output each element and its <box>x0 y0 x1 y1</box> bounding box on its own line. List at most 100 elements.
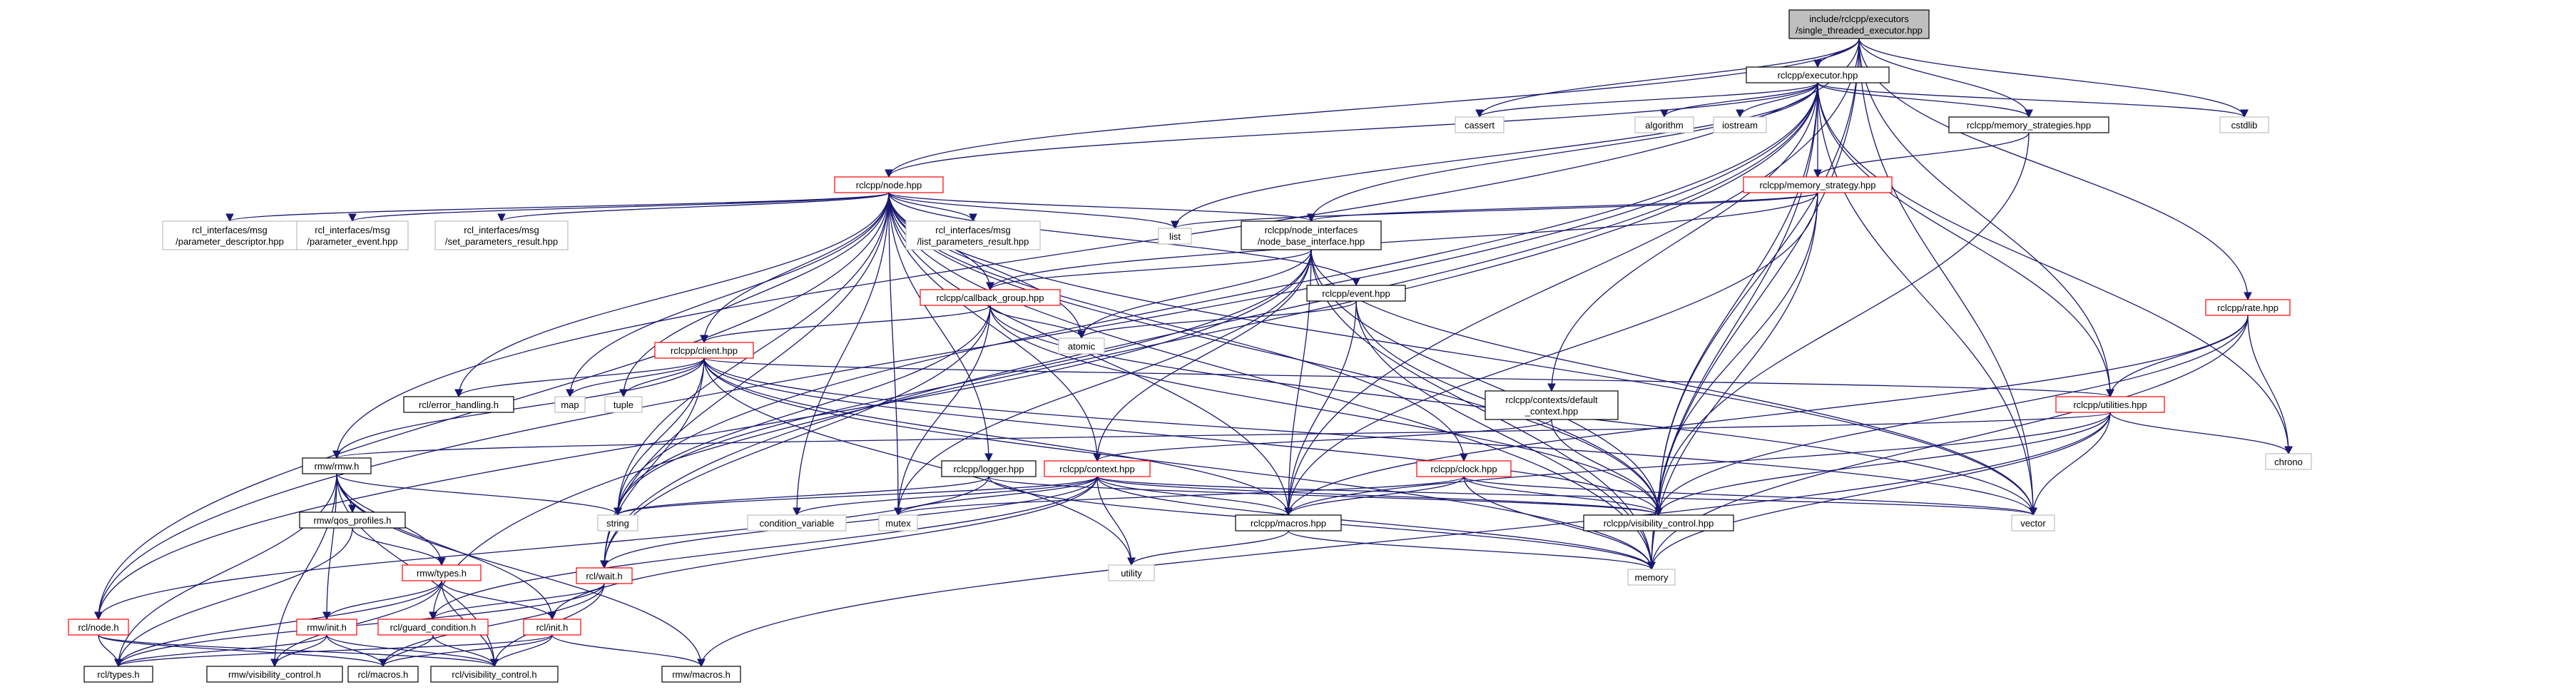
node-clock[interactable]: rclcpp/clock.hpp <box>1416 460 1512 477</box>
edge-callbackgroup-to-client <box>700 305 991 344</box>
edge-node-to-atomic <box>888 192 1086 340</box>
node-memstrategies[interactable]: rclcpp/memory_strategies.hpp <box>1948 116 2109 133</box>
node-listparam: rcl_interfaces/msg/list_parameters_resul… <box>905 220 1041 250</box>
node-event[interactable]: rclcpp/event.hpp <box>1306 285 1406 302</box>
node-label-rclwait-0: rcl/wait.h <box>586 571 622 581</box>
node-label-pdesc-0: rcl_interfaces/msg <box>192 225 267 235</box>
edge-rclinit-to-rmwmacros <box>551 634 706 668</box>
edge-rmwinit-to-rcltypes <box>114 634 327 668</box>
node-box-memstrategies <box>1948 116 2109 133</box>
node-errorhandling[interactable]: rcl/error_handling.h <box>403 396 514 413</box>
node-label-algorithm-0: algorithm <box>1645 120 1683 131</box>
node-box-pevent <box>296 220 409 250</box>
edge-utilities-to-memory <box>1647 412 2111 571</box>
node-label-clock-0: rclcpp/clock.hpp <box>1430 464 1497 474</box>
edge-context-to-rclwait <box>600 476 1098 569</box>
node-rmwvis[interactable]: rmw/visibility_control.h <box>206 666 343 683</box>
node-rmwtypes[interactable]: rmw/types.h <box>402 564 482 581</box>
node-rclnode[interactable]: rcl/node.h <box>68 619 129 636</box>
node-box-setparam <box>434 220 569 250</box>
node-rclinit[interactable]: rcl/init.h <box>523 619 581 636</box>
node-box-macroshpp <box>1235 514 1342 531</box>
node-context[interactable]: rclcpp/context.hpp <box>1044 460 1151 477</box>
edge-nodebase-to-mutex <box>894 249 1312 517</box>
node-label-condvar-0: condition_variable <box>760 518 835 529</box>
node-box-map <box>554 396 586 413</box>
edge-executor-to-visctl <box>1654 82 1818 517</box>
node-defaultctx[interactable]: rclcpp/contexts/default_context.hpp <box>1485 390 1619 420</box>
node-rate[interactable]: rclcpp/rate.hpp <box>2205 299 2291 316</box>
node-label-context-0: rclcpp/context.hpp <box>1059 464 1135 474</box>
node-condvar: condition_variable <box>747 514 847 531</box>
node-iostream: iostream <box>1713 116 1767 133</box>
node-node[interactable]: rclcpp/node.hpp <box>834 176 944 193</box>
edge-rmwh-to-rmwmacros <box>336 473 706 668</box>
edge-node-to-list <box>888 192 1179 230</box>
node-vector: vector <box>2011 514 2055 531</box>
node-rmwmacros[interactable]: rmw/macros.h <box>661 666 741 683</box>
edge-node-to-condvar <box>793 192 890 517</box>
node-memory: memory <box>1627 569 1676 586</box>
edge-client-to-vector <box>703 357 2037 517</box>
node-executor[interactable]: rclcpp/executor.hpp <box>1746 66 1890 83</box>
edge-memstrategy-to-nodebase <box>1307 192 1818 223</box>
edge-node-to-map <box>566 192 890 398</box>
edge-rmwh-to-rmwinit <box>322 473 337 621</box>
edge-executor-to-rclnode <box>94 82 1818 621</box>
node-label-rclnode-0: rcl/node.h <box>78 622 118 633</box>
node-label-utility-0: utility <box>1121 568 1142 579</box>
node-label-event-0: rclcpp/event.hpp <box>1322 288 1390 299</box>
node-box-context <box>1044 460 1151 477</box>
edge-executor-to-guardcond <box>429 82 1818 621</box>
node-logger[interactable]: rclcpp/logger.hpp <box>941 460 1037 477</box>
node-rmwinit[interactable]: rmw/init.h <box>296 619 357 636</box>
edge-event-to-macroshpp <box>1284 300 1357 517</box>
node-label-nodebase-1: /node_base_interface.hpp <box>1258 236 1365 247</box>
edge-rmwh-to-rmwvis <box>270 473 337 668</box>
node-rmwh[interactable]: rmw/rmw.h <box>302 457 372 474</box>
node-rcltypes[interactable]: rcl/types.h <box>83 666 153 683</box>
node-rclmacros[interactable]: rcl/macros.h <box>347 666 419 683</box>
node-chrono: chrono <box>2265 453 2312 470</box>
node-qos[interactable]: rmw/qos_profiles.h <box>299 512 406 529</box>
edge-node-to-logger <box>888 192 993 462</box>
edge-root-to-rate <box>1858 38 2252 301</box>
node-root[interactable]: include/rclcpp/executors/single_threaded… <box>1788 9 1930 39</box>
node-macroshpp[interactable]: rclcpp/macros.hpp <box>1235 514 1342 531</box>
node-box-guardcond <box>377 619 489 636</box>
edge-rmwtypes-to-rcltypes <box>114 580 442 668</box>
node-memstrategy[interactable]: rclcpp/memory_strategy.hpp <box>1743 176 1893 193</box>
edge-context-to-guardcond <box>429 476 1098 621</box>
node-label-defaultctx-1: _context.hpp <box>1524 406 1578 417</box>
edge-memstrategies-to-memstrategy <box>1813 132 2030 178</box>
node-label-rcltypes-0: rcl/types.h <box>97 669 139 680</box>
node-rclvis[interactable]: rcl/visibility_control.h <box>430 666 559 683</box>
edge-executor-to-node <box>885 82 1818 178</box>
node-cstdlib: cstdlib <box>2219 116 2269 133</box>
node-label-rmwtypes-0: rmw/types.h <box>417 568 467 579</box>
node-box-executor <box>1746 66 1890 83</box>
edge-executor-to-vector <box>1817 82 2037 517</box>
edge-defaultctx-to-context <box>1093 419 1552 462</box>
node-box-utility <box>1108 564 1155 581</box>
edge-rate-to-memory <box>1647 315 2249 571</box>
node-box-cassert <box>1455 116 1505 133</box>
node-label-nodebase-0: rclcpp/node_interfaces <box>1265 225 1358 235</box>
node-utilities[interactable]: rclcpp/utilities.hpp <box>2055 396 2165 413</box>
node-client[interactable]: rclcpp/client.hpp <box>654 342 754 359</box>
edge-clock-to-mutex <box>894 476 1465 517</box>
edge-defaultctx-to-visctl <box>1551 419 1663 517</box>
edge-executor-to-nodebase <box>1307 82 1818 223</box>
node-box-tuple <box>604 396 643 413</box>
node-callbackgroup[interactable]: rclcpp/callback_group.hpp <box>920 289 1061 306</box>
node-rclwait[interactable]: rcl/wait.h <box>576 567 633 584</box>
node-box-cstdlib <box>2219 116 2269 133</box>
node-guardcond[interactable]: rcl/guard_condition.h <box>377 619 489 636</box>
edge-rmwtypes-to-rmwinit <box>322 580 442 621</box>
edge-node-to-tuple <box>619 192 890 398</box>
edge-context-to-string <box>614 476 1098 517</box>
node-label-rmwinit-0: rmw/init.h <box>307 622 347 633</box>
node-visctl[interactable]: rclcpp/visibility_control.hpp <box>1583 514 1734 531</box>
node-nodebase[interactable]: rclcpp/node_interfaces/node_base_interfa… <box>1241 220 1382 250</box>
node-label-cassert-0: cassert <box>1465 120 1495 131</box>
